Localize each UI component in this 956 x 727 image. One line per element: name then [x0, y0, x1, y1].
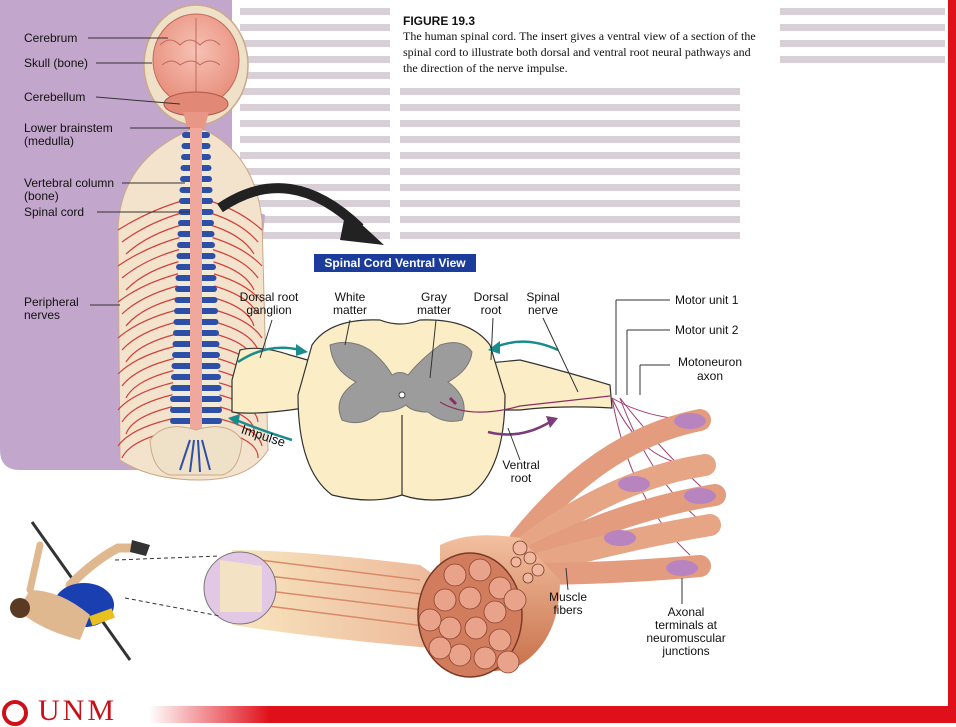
fascicle [484, 601, 506, 623]
fascicle [449, 644, 471, 666]
label-axonal-2: terminals at [655, 618, 718, 632]
label-cerebellum: Cerebellum [24, 90, 85, 104]
fascicle [489, 629, 511, 651]
fascicle [465, 617, 487, 639]
label-peripheral-1: Peripheral [24, 295, 79, 309]
arrow-dorsal-root [496, 342, 558, 350]
accent-bar-right [948, 0, 956, 723]
label-dorsal-root-1: Dorsal [474, 290, 509, 304]
label-cerebrum: Cerebrum [24, 31, 77, 45]
label-gray-2: matter [417, 303, 451, 317]
label-motoneuron-1: Motoneuron [678, 355, 742, 369]
unm-logo: UNM [0, 696, 270, 723]
fascicle [444, 564, 466, 586]
label-motor-unit-1: Motor unit 1 [675, 293, 739, 307]
fascicle [434, 589, 456, 611]
label-ventral-2: root [511, 471, 532, 485]
label-motor-unit-2: Motor unit 2 [675, 323, 739, 337]
vaulter-arm [30, 545, 40, 590]
label-dorsal-ganglion-1: Dorsal root [240, 290, 299, 304]
vaulter-shoe [130, 540, 150, 556]
label-vertebral-2: (bone) [24, 189, 59, 203]
vaulter-legs [70, 548, 140, 585]
label-white-1: White [335, 290, 366, 304]
label-peripheral-2: nerves [24, 308, 60, 322]
label-ventral-1: Ventral [502, 458, 539, 472]
fascicle [469, 559, 491, 581]
junction-3 [684, 488, 716, 504]
junction-2 [618, 476, 650, 492]
label-axonal-3: neuromuscular [646, 631, 725, 645]
label-fibers-1: Muscle [549, 590, 587, 604]
junction-5 [666, 560, 698, 576]
fascicle [497, 651, 519, 673]
fascicle [474, 647, 496, 669]
fascicle [439, 617, 461, 639]
fascicle [504, 589, 526, 611]
logo-circle-icon [2, 700, 28, 726]
junction-4 [604, 530, 636, 546]
label-brainstem-1: Lower brainstem [24, 121, 113, 135]
magnifier-fill [220, 560, 262, 612]
label-spinal-nerve-2: nerve [528, 303, 558, 317]
label-spinal-nerve-1: Spinal [526, 290, 559, 304]
label-dorsal-ganglion-2: ganglion [246, 303, 291, 317]
label-brainstem-2: (medulla) [24, 134, 74, 148]
label-axonal-1: Axonal [668, 605, 705, 619]
background-text [240, 8, 945, 239]
label-vertebral-1: Vertebral column [24, 176, 114, 190]
label-motoneuron-2: axon [697, 369, 723, 383]
logo-text: UNM [38, 696, 117, 726]
fascicle [459, 587, 481, 609]
label-skull: Skull (bone) [24, 56, 88, 70]
fascicle [419, 609, 441, 631]
label-fibers-2: fibers [553, 603, 582, 617]
label-axonal-4: junctions [661, 644, 709, 658]
arrow-dorsal-ganglion-head [296, 344, 308, 356]
central-canal [399, 392, 405, 398]
fascicle [429, 637, 451, 659]
label-spinal-cord: Spinal cord [24, 205, 84, 219]
pointer-arrow-head [340, 210, 384, 245]
label-dorsal-root-2: root [481, 303, 502, 317]
spinal-cord-shape [190, 128, 202, 468]
insert-title: Spinal Cord Ventral View [324, 256, 466, 270]
pelvis [150, 427, 242, 475]
label-gray-1: Gray [421, 290, 447, 304]
label-white-2: matter [333, 303, 367, 317]
vaulter-head [10, 598, 30, 618]
pole-vaulter [10, 522, 150, 660]
junction-1 [674, 413, 706, 429]
